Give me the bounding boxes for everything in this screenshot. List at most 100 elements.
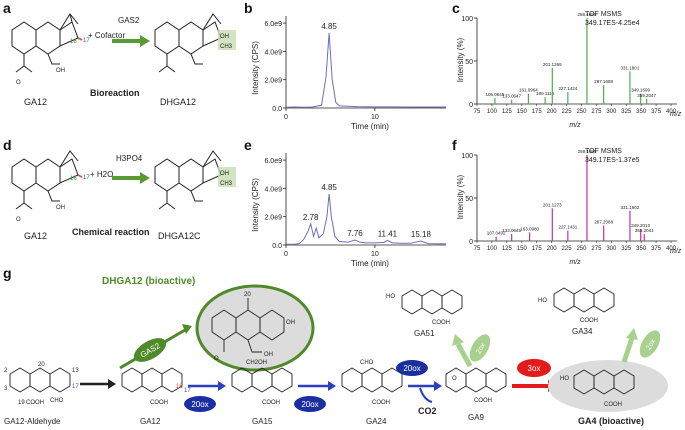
- enzyme-20ox-pill-2: [294, 396, 326, 412]
- ga15-structure: [231, 367, 293, 393]
- ms-peak-label: 133.0647: [502, 94, 521, 99]
- ga24-cho: CHO: [360, 360, 374, 366]
- panel-label-e: e: [244, 137, 252, 153]
- x-tick-label: 75: [474, 246, 481, 252]
- ga12-structure-d: [11, 150, 83, 210]
- panel-a-scheme: 16 17 O OH GA12 + Cofactor GAS2 OH CH3 D…: [11, 13, 236, 107]
- chemical-reaction-caption: Chemical reaction: [72, 227, 150, 237]
- atom-oh-acid-d: OH: [56, 205, 65, 211]
- y-tick-label: 4.0e9: [264, 49, 282, 56]
- ga4-structure: [573, 369, 635, 395]
- chart-f-xunit: m/z: [670, 248, 682, 255]
- x-tick-label: 325: [621, 109, 632, 115]
- ald-atom-3: 3: [4, 386, 8, 392]
- ga34-cooh: COOH: [580, 318, 598, 324]
- x-tick-label: 75: [474, 109, 481, 115]
- x-tick-label: 0: [284, 114, 288, 121]
- peak-label: 15.18: [411, 230, 432, 239]
- x-tick-label: 375: [651, 109, 662, 115]
- ms-peak-label: 287.1688: [594, 79, 613, 84]
- ms-peak-label: 259.1655: [578, 12, 597, 17]
- ms-peak-label: 201.1273: [543, 202, 562, 207]
- x-tick-label: 350: [636, 246, 647, 252]
- y-tick-label: 6.0e9: [264, 21, 282, 28]
- ga12-label-g: GA12: [140, 417, 161, 426]
- ga12-aldehyde-structure: [9, 367, 71, 393]
- chart-f-ylabel: Intensity (%): [456, 174, 465, 219]
- ga24-cooh: COOH: [372, 400, 390, 406]
- ga34-structure: [553, 287, 615, 313]
- x-tick-label: 175: [532, 246, 543, 252]
- peak-label: 2.78: [303, 213, 319, 222]
- ga51-ho: HO: [386, 294, 395, 300]
- ald-atom-17: 17: [72, 384, 79, 390]
- enzyme-20ox-pill-3: [396, 360, 428, 376]
- atom-o-a: O: [16, 80, 21, 86]
- ga34-label: GA34: [572, 327, 593, 336]
- ms-peak-label: 349.1699: [631, 88, 650, 93]
- x-tick-label: 400: [666, 109, 677, 115]
- ga12-label-d: GA12: [24, 231, 47, 241]
- x-tick-label: 275: [591, 109, 602, 115]
- chart-f-title1: TOF MSMS: [585, 148, 622, 155]
- enzyme-3ox-pill: [517, 359, 551, 377]
- peak-label: 7.76: [347, 229, 363, 238]
- atom-o-d: O: [16, 217, 21, 223]
- ms-peak-label: 227.1431: [558, 225, 577, 230]
- arrowhead-ga9-to-ga51: [452, 334, 464, 346]
- enzyme-2ox-label-1: 2ox: [475, 342, 487, 356]
- y-tick-label: 6.0e9: [264, 158, 282, 165]
- chart-b-ylabel: Intensity (CPS): [251, 41, 260, 95]
- chart-c-title2: 349.17ES-4.25e4: [585, 20, 640, 27]
- atom-17-d: 17: [83, 175, 90, 181]
- atom-oh-a: OH: [220, 34, 229, 40]
- atom-16-a: 16: [70, 39, 77, 45]
- x-tick-label: 225: [562, 109, 573, 115]
- ga4-ho: HO: [560, 376, 569, 382]
- ga24-structure: [341, 367, 403, 393]
- enzyme-20ox-label-1: 20ox: [191, 400, 208, 409]
- oh-highlight-a: [218, 30, 236, 50]
- ga12-structure-g: [121, 367, 183, 393]
- ms-peak-label: 105.0645: [486, 92, 505, 97]
- x-tick-label: 300: [606, 246, 617, 252]
- arrowhead-ga12-to-ga15: [218, 381, 226, 391]
- ms-peak-label: 227.1424: [558, 86, 577, 91]
- co2-release-arrow: [419, 387, 433, 403]
- ms-peak-label: 331.1801: [621, 65, 640, 70]
- x-tick-label: 375: [651, 246, 662, 252]
- y-tick-label: 100: [461, 16, 473, 23]
- water-text: + H2O: [90, 170, 113, 179]
- ga12-structure-a: [11, 13, 83, 73]
- ms-peak-label: 355.2041: [635, 228, 654, 233]
- ga9-label: GA9: [468, 413, 485, 422]
- dhga12-atom-20: 20: [244, 292, 251, 298]
- chart-e-xlabel: Time (min): [351, 259, 389, 268]
- atom-ch3-d: CH3: [220, 181, 233, 187]
- y-tick-label: 0: [469, 102, 473, 109]
- panel-d-scheme: 16 17 O OH GA12 + H2O H3PO4 OH CH3 DHGA1…: [11, 150, 236, 241]
- ga9-cooh: COOH: [474, 398, 492, 404]
- reaction-arrowhead-a: [140, 35, 150, 47]
- atom-oh-acid-a: OH: [56, 68, 65, 74]
- peak-label: 4.85: [321, 22, 337, 31]
- x-tick-label: 100: [487, 109, 498, 115]
- x-tick-label: 10: [371, 114, 379, 121]
- panel-label-f: f: [452, 137, 457, 153]
- h3po4-reagent-text: H3PO4: [116, 154, 143, 163]
- ald-atom-20: 20: [38, 362, 45, 368]
- atom-17-a: 17: [83, 38, 90, 44]
- enzyme-20ox-label-2: 20ox: [301, 400, 318, 409]
- atom-16-d: 16: [70, 176, 77, 182]
- x-tick-label: 325: [621, 246, 632, 252]
- enzyme-3ox-label: 3ox: [528, 364, 541, 373]
- arrowhead-ga24-to-ga9: [434, 381, 442, 391]
- atom-ch3-a: CH3: [220, 44, 233, 50]
- y-tick-label: 100: [461, 153, 473, 160]
- chart-e-ylabel: Intensity (CPS): [251, 178, 260, 232]
- arrowhead-ald-to-ga12: [108, 379, 116, 389]
- ga15-ch2oh: CH2OH: [246, 360, 267, 366]
